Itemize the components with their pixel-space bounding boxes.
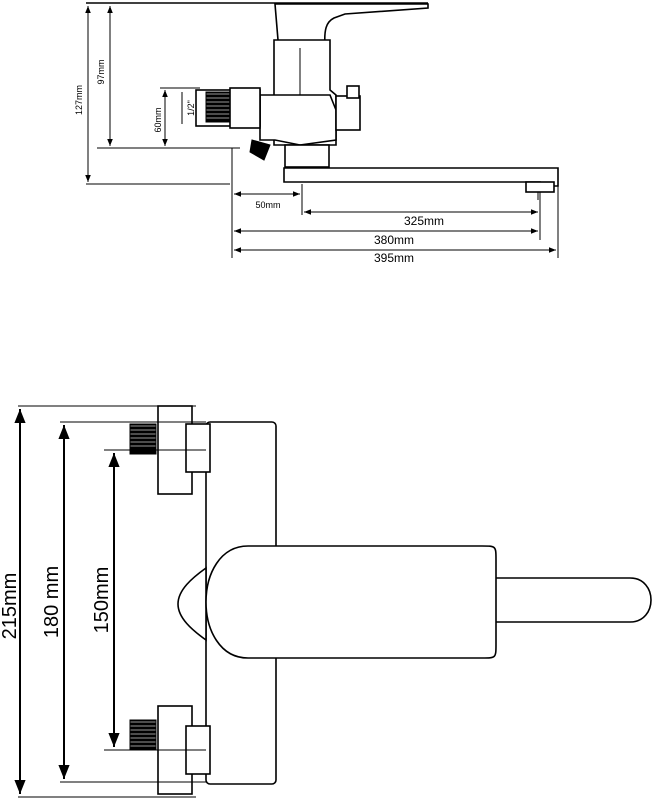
- spout: [283, 167, 559, 187]
- side-view: 127mm 97mm 60mm 1/2" 50mm 325mm 380mm 39…: [74, 2, 559, 265]
- dim-label-380: 380mm: [374, 233, 414, 247]
- dim-label-150: 150mm: [91, 567, 113, 634]
- inlet-nut: [229, 87, 261, 129]
- dim-label-127: 127mm: [74, 85, 84, 115]
- top-inlet-nut: [185, 423, 211, 473]
- dim-label-215: 215mm: [0, 573, 21, 640]
- dim-label-50: 50mm: [255, 200, 280, 210]
- mixer-body: [259, 94, 337, 146]
- dim-label-395: 395mm: [374, 251, 414, 265]
- diverter-knob: [346, 85, 360, 99]
- aerator-nozzle: [249, 139, 271, 161]
- bottom-inlet-thread: [129, 719, 157, 751]
- thread-label: 1/2": [186, 100, 196, 116]
- handle-cap: [205, 545, 497, 659]
- inlet-thread: [205, 91, 231, 123]
- handle-cone: [177, 566, 207, 642]
- diverter-body: [335, 95, 361, 131]
- top-inlet-thread: [129, 423, 157, 455]
- spout-outlet: [525, 181, 555, 193]
- dim-label-325: 325mm: [404, 214, 444, 228]
- dim-label-180: 180 mm: [41, 566, 63, 638]
- top-view: 215mm 180 mm 150mm: [0, 405, 652, 798]
- dim-label-60: 60mm: [153, 107, 163, 132]
- dim-label-97: 97mm: [96, 59, 106, 84]
- bottom-nut: [284, 144, 330, 168]
